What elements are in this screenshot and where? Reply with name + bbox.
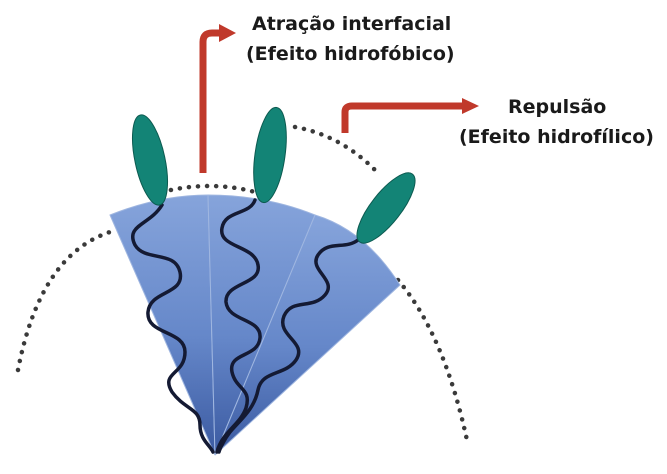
repulsion-arrowhead	[462, 98, 479, 114]
attraction-label-title: Atração interfacial	[252, 13, 451, 35]
repulsion-arrow	[345, 106, 466, 133]
head-right	[348, 165, 425, 251]
attraction-arrow	[203, 33, 222, 173]
attraction-arrowhead	[219, 24, 236, 42]
head-left	[126, 112, 174, 208]
inner-dotted-interface	[162, 186, 255, 192]
repulsion-label-title: Repulsão	[508, 96, 606, 118]
head-middle	[248, 105, 291, 204]
repulsion-label-subtitle: (Efeito hidrofílico)	[459, 126, 654, 148]
attraction-label-subtitle: (Efeito hidrofóbico)	[246, 43, 455, 65]
arrowheads	[219, 24, 479, 114]
